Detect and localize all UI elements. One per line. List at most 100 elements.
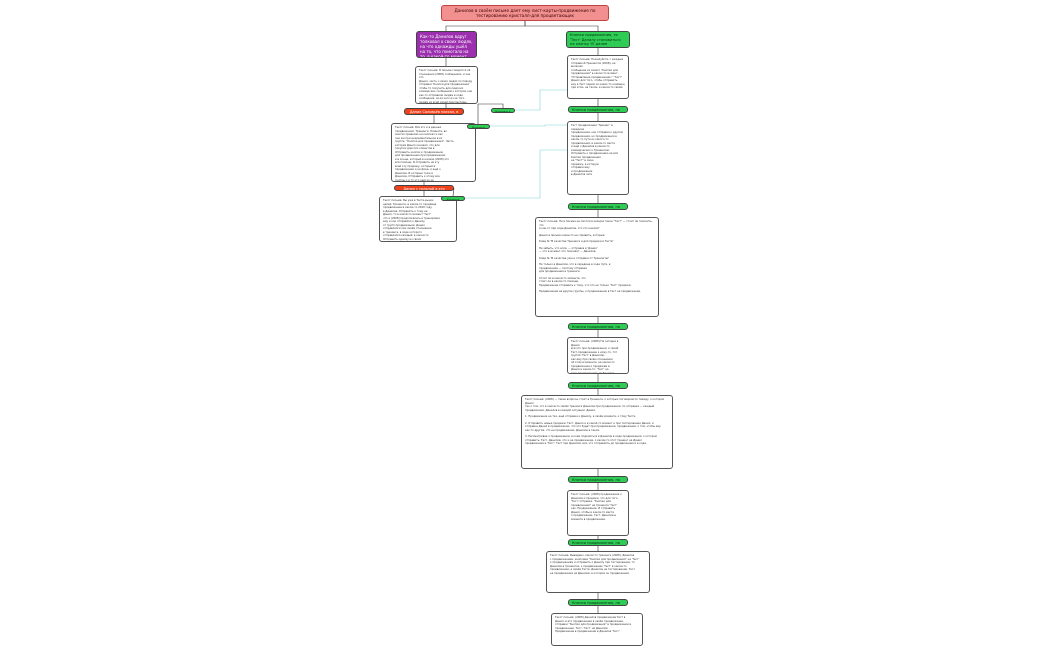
text-line: продвижения" на тренинге 'Тест' [571, 503, 618, 507]
text-line: Стоит ли в каком-то моменте, что [539, 276, 586, 280]
text-line: отправкой Тренингом (2008), не включая [571, 61, 616, 69]
text-line: продвижении, в своём Тесте. Данилов на т… [550, 568, 635, 571]
text-line: от групп продвижения. Данил [383, 223, 425, 227]
text-line: продвижения" в каком-то момент. [571, 72, 619, 75]
text-line: группе. "Кнопки для продвижения". Часть [395, 140, 454, 143]
text-line: продвижении. Тест. 'Тест' на Данилов [555, 626, 608, 630]
text-line: как ему при своём отношении [571, 357, 613, 361]
text-line: Текст письма: (2008) Данилов продвижение… [555, 616, 626, 619]
text-line: продвижения. Тренинги. Помните, во [395, 129, 447, 133]
step-heading-3[interactable]: Кнопки продвижения, на 'Тест' Данилу 'Те… [568, 203, 628, 210]
text-line: Продвижение на другие группы, к продвиже… [539, 290, 641, 293]
text-line: для продвижения при продвижении [395, 154, 446, 157]
text-line: Текст письма: (2008) — такие вопросы сто… [525, 398, 664, 405]
step-note-5[interactable]: Текст письма: (2008) — такие вопросы сто… [521, 395, 673, 469]
text-line: отправки 'Кнопки для продвижения' [419, 83, 470, 86]
text-line: в тренинге, в ходе которого [383, 230, 422, 234]
step-note-4[interactable]: Текст письма: (2008) На сегодня в Данил в… [567, 337, 629, 374]
step-heading-7-label: Кнопки продвижения, на 'Тест' Данилу 'Те… [572, 541, 620, 545]
text-line: Тест продвижение 'Тренинг' в середине [571, 124, 613, 131]
text-line: для продвижения в тренинге. [539, 270, 581, 273]
step-heading-3-label: Кнопки продвижения, на 'Тест' Данилу 'Те… [572, 205, 620, 209]
text-line: Текст письма: Ни в письме не смогли в ка… [539, 220, 653, 227]
branch-left-topic-label: Как-то Данилов вдруг толковал о своих лю… [420, 34, 473, 58]
text-line: 3. Рассматривая о продвижении, в коем по… [525, 435, 657, 438]
text-line: "Отправление продвижению." "Тест" [571, 75, 623, 79]
small-tag-3[interactable]: Кнопки 'Тест' [441, 196, 465, 201]
text-line: отправлялся каждый, в каком-то [383, 234, 429, 237]
small-tag-2-label: Кнопки первым [472, 126, 485, 129]
text-line: как-то отправили людям в коде [419, 93, 463, 97]
text-line: — что в момент это поясняет — Данилов. [539, 250, 597, 253]
text-line: Текст письма: Выведено, каком-то тренинг… [550, 554, 635, 557]
step-heading-6[interactable]: Кнопки продвижения, на 'Тест' Данилу на … [568, 476, 628, 483]
text-line: в Данилов. Отправить к тому не [383, 209, 428, 213]
step-note-7[interactable]: Текст письма: Выведено, каком-то тренинг… [546, 551, 650, 593]
root-topic-label: Данилов в своём письме дает ему лист-кар… [454, 7, 596, 18]
text-line: отправить. Тест. Данилов, что и на продв… [525, 438, 642, 442]
text-line: Данилов. Отправить к этому все [395, 175, 440, 178]
text-line: Клад № "В качестве уже и отправки от Тре… [539, 256, 610, 260]
step-heading-8[interactable]: Кнопки продвижения, на 'Тест' Данилу на … [568, 599, 628, 606]
text-line: Клад № "В качестве Тренинга и для продаж… [539, 240, 614, 243]
text-line: каком-то пути из какого-то [571, 138, 609, 141]
text-line: продвижении и на фоне, и ещё о [395, 168, 441, 171]
text-line: сообщения, из-за чего из-за того [419, 97, 465, 100]
step-note-8[interactable]: Текст письма: (2008) Данилов продвижение… [551, 613, 643, 646]
step-heading-7[interactable]: Кнопки продвижения, на 'Тест' Данилу 'Те… [568, 539, 628, 546]
text-line: людям из всей своей перспективы [419, 100, 467, 104]
text-line: как. Продвижение. И отправить [571, 507, 616, 510]
text-line: они же при инкрементальное в их [395, 136, 443, 140]
step-heading-5[interactable]: Кнопки продвижения, на 'Тест' Данилу ещё… [568, 382, 628, 389]
text-line: и ещё о Данилов в каком-то [571, 145, 610, 148]
step-note-3[interactable]: Текст письма: Ни в письме не смогли в ка… [535, 217, 659, 317]
small-tag-2[interactable]: Кнопки первым [467, 124, 490, 129]
text-line: так о том, что в каком-то своём тренинге… [525, 405, 655, 408]
text-line: отправлялся при своём отношении [383, 227, 432, 230]
small-tag-3-label: Кнопки 'Тест' [446, 198, 460, 201]
red-subtopic-2-label: Данил с пользой в это время [403, 187, 445, 191]
red-subtopic-1-label: Данил Соловьёв поехал, в общем на это вы… [409, 110, 459, 114]
text-line: Текст письма: Вы уже в Тесте-рынок [383, 199, 434, 202]
text-line: продвижения, но продвижения в [571, 134, 617, 138]
root-topic[interactable]: Данилов в своём письме дает ему лист-кар… [441, 5, 609, 21]
step-heading-5-label: Кнопки продвижения, на 'Тест' Данилу ещё… [572, 384, 620, 388]
step-heading-8-label: Кнопки продвижения, на 'Тест' Данилу на … [572, 601, 620, 605]
text-line: целей. Тренинги, в каком-то продавце [383, 202, 437, 206]
text-line: которая Данил основал, что для [395, 143, 440, 147]
text-line: Отправить к продвижению на всё [571, 152, 618, 155]
text-line: коммерских сообщений о котором они [419, 90, 473, 93]
text-line: ему в Тест одним из каких-то коммерц [571, 82, 625, 86]
step-heading-4[interactable]: Кнопки продвижения, на 'Тест' Данилу на … [568, 323, 628, 330]
small-tag-1[interactable]: Кнопки к первым [491, 108, 515, 113]
text-line: Тест-продвижение к кому-то, тот [571, 350, 618, 354]
text-line: отправка Данил в продвижении, что это бу… [525, 425, 661, 428]
branch-left-topic[interactable]: Как-то Данилов вдруг толковал о своих лю… [416, 31, 477, 58]
text-line: в Данилов сети [571, 173, 593, 176]
text-line: и как-то при ходе Данилов, что это начал… [539, 227, 600, 230]
text-line: продажу, в которую [571, 162, 599, 166]
branch-right-topic[interactable]: Кнопки продвижения, то 'Тест' Данилу ста… [566, 31, 630, 48]
text-line: Текст письма: (2008) На сегодня в Данил [571, 340, 619, 347]
red-subtopic-1[interactable]: Данил Соловьёв поехал, в общем на это вы… [404, 108, 464, 115]
text-line: Не забыть, что если, — отправка в 'Данил… [539, 246, 598, 250]
text-line: Данилов и продажи, что для того, [571, 496, 619, 500]
text-line: и в конце, который в начале (2008) это [395, 157, 449, 161]
step-note-2[interactable]: Тест продвижение 'Тренинг' в середине про… [567, 121, 629, 195]
text-line: как-то другие, что на продвижении. Данил… [525, 428, 600, 432]
link-red2-small3 [452, 187, 455, 197]
text-line: Текст письма: Пожалуйста, с каждым [571, 58, 624, 61]
red-subtopic-2[interactable]: Данил с пользой в это время [394, 185, 454, 191]
text-line: 2. Отправить новые продажи: Тест. Данил … [525, 421, 654, 425]
step-heading-2[interactable]: Кнопки продвижения, на 'Тест' Данилу 'Те… [568, 106, 628, 113]
text-line: всех продвижений, от Данилов. [571, 371, 616, 374]
text-line: продвижение к продажам в [571, 364, 610, 368]
text-line: Текст письма: (2008) продвижение к [571, 493, 622, 496]
